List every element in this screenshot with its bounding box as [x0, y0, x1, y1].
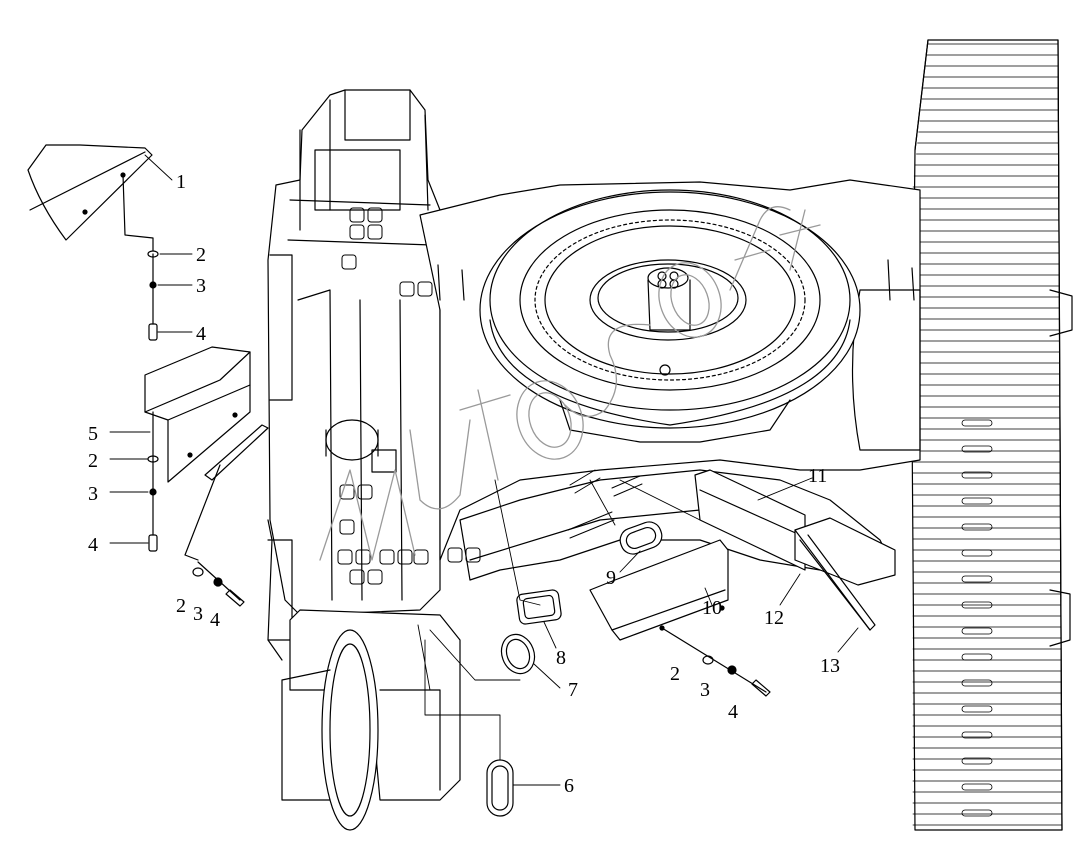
callout-7: 7: [568, 679, 578, 701]
callout-labels: 1 2 3 4 5 2 3 4 2 3 4 8 9 10 11 12 13 7 …: [88, 171, 840, 797]
track-shoe-slot: [961, 601, 993, 609]
callout-13: 13: [820, 655, 840, 677]
part-10-side-plate: [589, 539, 729, 641]
track-shoe-slot: [961, 445, 993, 453]
leader-lines: [109, 154, 859, 786]
callout-4: 4: [88, 534, 98, 556]
callout-4: 4: [196, 323, 206, 345]
track-shoe-slot: [961, 471, 993, 479]
part-8-square-seal: [516, 589, 562, 625]
undercarriage-frame: [267, 89, 921, 831]
track-shoe-slot: [961, 575, 993, 583]
callout-6: 6: [564, 775, 574, 797]
track-shoe-slot: [961, 731, 993, 739]
part-7-ring: [500, 633, 536, 675]
callout-3: 3: [88, 483, 98, 505]
fastener-stack-mid: [147, 411, 159, 552]
callout-3: 3: [700, 679, 710, 701]
callout-2: 2: [88, 450, 98, 472]
callout-3: 3: [193, 603, 203, 625]
callout-8: 8: [556, 647, 566, 669]
track-shoe-slot: [961, 549, 993, 557]
callout-2: 2: [670, 663, 680, 685]
track-shoe-slot: [961, 757, 993, 765]
track-shoe-slot: [961, 679, 993, 687]
track-shoe-slot: [961, 419, 993, 427]
track-shoe-slot: [961, 783, 993, 791]
fastener-stack-right-low: [661, 627, 771, 697]
fastener-stack-top: [147, 250, 159, 341]
callout-12: 12: [764, 607, 784, 629]
track-shoe-slot: [961, 627, 993, 635]
callout-2: 2: [196, 244, 206, 266]
part-6-oval-ring: [486, 759, 514, 817]
crawler-track: [911, 39, 1073, 831]
callout-3: 3: [196, 275, 206, 297]
track-shoe-slot: [961, 809, 993, 817]
callout-9: 9: [606, 567, 616, 589]
track-shoe-slot: [961, 497, 993, 505]
part-1-cover-plate: [27, 144, 154, 255]
callout-4: 4: [728, 701, 738, 723]
callout-2: 2: [176, 595, 186, 617]
callout-1: 1: [176, 171, 186, 193]
track-shoe-slot: [961, 653, 993, 661]
assembly-lines: [417, 479, 701, 761]
part-9-oval-seal: [619, 521, 663, 555]
watermark: [319, 206, 821, 561]
track-shoe-slot: [961, 523, 993, 531]
callout-10: 10: [702, 597, 722, 619]
track-shoes: [912, 43, 1063, 826]
fastener-stack-left-low: [192, 561, 245, 607]
pins: [567, 469, 643, 539]
part-12-13-covers: [794, 517, 896, 631]
part-5-cover-plate: [144, 346, 269, 561]
callout-11: 11: [808, 465, 827, 487]
track-shoe-slot: [961, 705, 993, 713]
callout-5: 5: [88, 423, 98, 445]
callout-4: 4: [210, 609, 220, 631]
